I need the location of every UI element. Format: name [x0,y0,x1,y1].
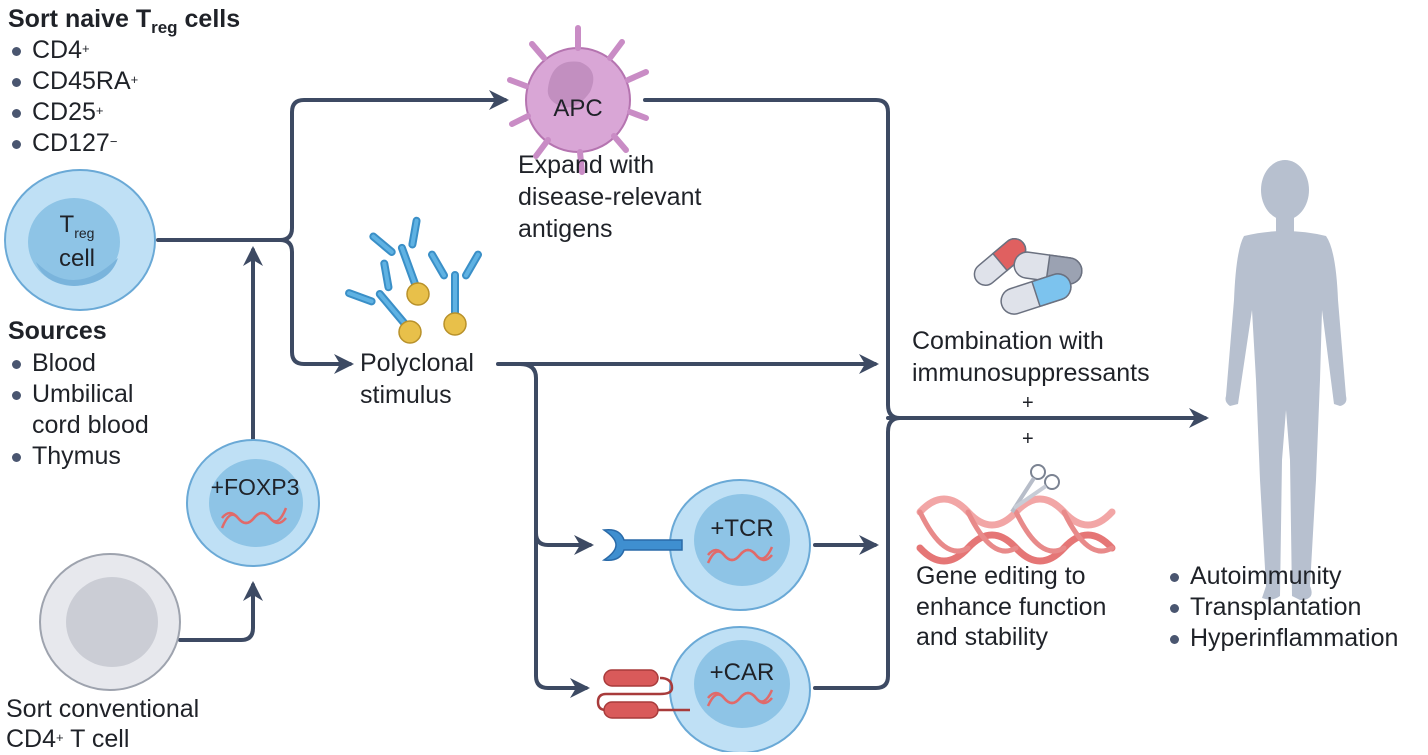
marker-sign: − [109,134,118,149]
car-label: +CAR [709,659,775,686]
sources-list: Blood Umbilical cord blood Thymus [8,348,149,472]
marker-name: CD4 [32,36,83,64]
marker-name: CD45RA [32,67,131,95]
car-cell-icon [669,626,811,752]
combination-caption-line1: Combination with [912,327,1104,355]
conventional-caption-line2: CD4+ T cell [6,724,129,755]
indication-text: Hyperinflammation [1190,624,1399,652]
marker-name: CD127 [32,129,110,157]
title-pre: Sort naive T [8,5,152,33]
gene-editing-caption-line3: and stability [916,623,1049,651]
arrow-treg-to-branch [156,90,509,242]
indication-item: Transplantation [1166,592,1398,623]
source-item-continued: cord blood [8,410,149,441]
tcr-label: +TCR [710,515,774,542]
car-receptor-icon [596,669,690,719]
marker-list: CD4+ CD45RA+ CD25+ CD127− [8,35,138,159]
plus-sign-top: + [1022,392,1034,414]
bullet-icon [1170,604,1179,613]
source-text: Thymus [32,442,121,470]
treg-cell-icon [4,169,156,311]
treg-label-sub: reg [74,224,95,241]
sources-title: Sources [8,317,107,345]
tcr-cell-icon [669,479,811,611]
indication-text: Transplantation [1190,593,1362,621]
source-text: Blood [32,349,96,377]
apc-caption-line3: antigens [518,215,613,243]
conventional-caption-line1: Sort conventional [6,695,200,723]
sort-naive-title: Sort naive Treg cells [8,4,240,43]
bullet-icon [12,453,21,462]
plus-sign-bottom: + [1022,428,1034,450]
marker-sign: + [82,41,90,56]
conventional-sign: + [56,730,64,745]
marker-sign: + [130,72,139,87]
pills-icon [973,238,1083,315]
bullet-icon [12,360,21,369]
apc-label: APC [553,95,603,122]
arrow-polyclonal-to-car [534,531,590,698]
scissors-icon [1010,464,1060,514]
antibody-stimulus-icon [345,216,482,328]
foxp3-label: +FOXP3 [210,474,300,500]
conventional-cell-icon [39,553,181,691]
apc-caption-line2: disease-relevant [518,183,702,211]
marker-item: CD25+ [8,97,138,128]
marker-item: CD4+ [8,35,138,66]
arrow-conventional-to-foxp3 [178,581,263,642]
apc-icon [507,25,649,175]
indication-item: Autoimmunity [1166,561,1398,592]
conventional-cd4: CD4 [6,725,57,753]
source-item: Thymus [8,441,149,472]
indication-item: Hyperinflammation [1166,623,1398,654]
marker-name: CD25 [32,98,96,126]
bullet-icon [12,391,21,400]
dna-helix-icon [916,495,1116,565]
marker-item: CD45RA+ [8,66,138,97]
marker-item: CD127− [8,128,138,159]
treg-label-line2: cell [58,244,95,272]
bullet-icon [12,78,21,87]
bullet-icon [12,47,21,56]
patient-silhouette-icon [1225,160,1347,600]
arrow-car-to-bracket [813,416,902,690]
arrow-polyclonal-to-tcr [518,362,594,555]
antigen-bead-icon [398,282,467,344]
bullet-icon [12,140,21,149]
bullet-icon [1170,635,1179,644]
title-sub: reg [151,18,178,37]
source-item: Umbilical [8,379,149,410]
source-item: Blood [8,348,149,379]
conventional-tcell: T cell [63,725,130,753]
tcr-receptor-icon [601,528,683,562]
arrow-branch-to-polyclonal [278,238,354,374]
foxp3-cell-icon [186,439,320,567]
marker-sign: + [95,103,104,118]
polyclonal-caption-line2: stimulus [360,381,452,409]
treg-label-main: T [59,211,75,238]
source-text: Umbilical [32,380,134,408]
bullet-icon [12,109,21,118]
polyclonal-caption-line1: Polyclonal [360,349,474,377]
dna-icon [220,507,288,529]
treg-cell-label: Treg cell [42,212,112,272]
gene-editing-caption-line2: enhance function [916,593,1107,621]
apc-caption-line1: Expand with [518,151,655,179]
combination-caption-line2: immunosuppressants [912,359,1150,387]
title-post: cells [177,5,241,33]
bullet-icon [1170,573,1179,582]
arrow-apc-to-bracket [643,98,902,420]
gene-editing-caption-line1: Gene editing to [916,562,1086,590]
indications-list: Autoimmunity Transplantation Hyperinflam… [1166,561,1398,654]
source-text: cord blood [32,411,149,439]
indication-text: Autoimmunity [1190,562,1342,590]
